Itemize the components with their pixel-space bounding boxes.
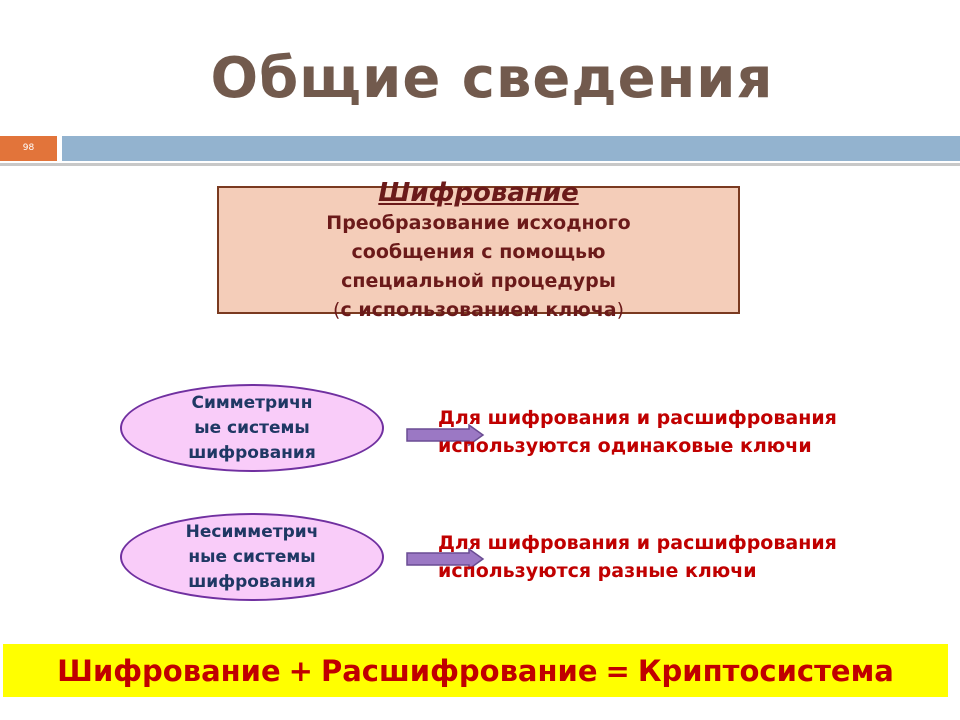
right-arrow-icon <box>406 548 485 570</box>
definition-line: Преобразование исходного <box>326 212 631 234</box>
equation-result: Криптосистема <box>637 653 894 688</box>
ellipse-line: ные системы <box>188 546 316 567</box>
header-accent-bar <box>62 136 960 161</box>
header-divider <box>0 163 960 166</box>
definition-key-text: с использованием ключа <box>340 299 617 321</box>
description-line: Для шифрования и расшифрования <box>438 532 837 554</box>
equation-term-encryption: Шифрование <box>57 653 281 688</box>
ellipse-line: Несимметрич <box>185 521 319 542</box>
equation-term-decryption: Расшифрование <box>320 653 598 688</box>
description-line: Для шифрования и расшифрования <box>438 407 837 429</box>
slide-title: Общие сведения <box>210 46 774 111</box>
paren-open: ( <box>333 299 341 321</box>
definition-box <box>217 186 740 314</box>
definition-text: Шифрование Преобразование исходного сооб… <box>217 177 740 325</box>
page-number-badge: 98 <box>0 136 57 161</box>
definition-line: сообщения с помощью <box>351 241 606 263</box>
paren-close: ) <box>616 299 624 321</box>
ellipse-line: шифрования <box>188 442 316 463</box>
equation-equals: = <box>605 653 630 688</box>
ellipse-line: ые системы <box>194 417 310 438</box>
description-line: используются разные ключи <box>438 560 757 582</box>
right-arrow-icon <box>406 424 485 446</box>
definition-line: специальной процедуры <box>341 270 616 292</box>
asymmetric-systems-ellipse: Несимметрич ные системы шифрования <box>120 513 384 601</box>
asymmetric-description: Для шифрования и расшифрования использую… <box>438 529 958 585</box>
asymmetric-systems-label: Несимметрич ные системы шифрования <box>162 520 342 595</box>
ellipse-line: шифрования <box>188 571 316 592</box>
symmetric-description: Для шифрования и расшифрования использую… <box>438 404 958 460</box>
equation-plus: + <box>288 653 313 688</box>
cryptosystem-equation-banner: Шифрование + Расшифрование = Криптосисте… <box>3 644 948 697</box>
symmetric-systems-label: Симметричн ые системы шифрования <box>162 391 342 466</box>
ellipse-line: Симметричн <box>191 392 313 413</box>
description-line: используются одинаковые ключи <box>438 435 812 457</box>
definition-key-note: (с использованием ключа) <box>217 296 740 325</box>
definition-heading: Шифрование <box>378 178 579 208</box>
symmetric-systems-ellipse: Симметричн ые системы шифрования <box>120 384 384 472</box>
